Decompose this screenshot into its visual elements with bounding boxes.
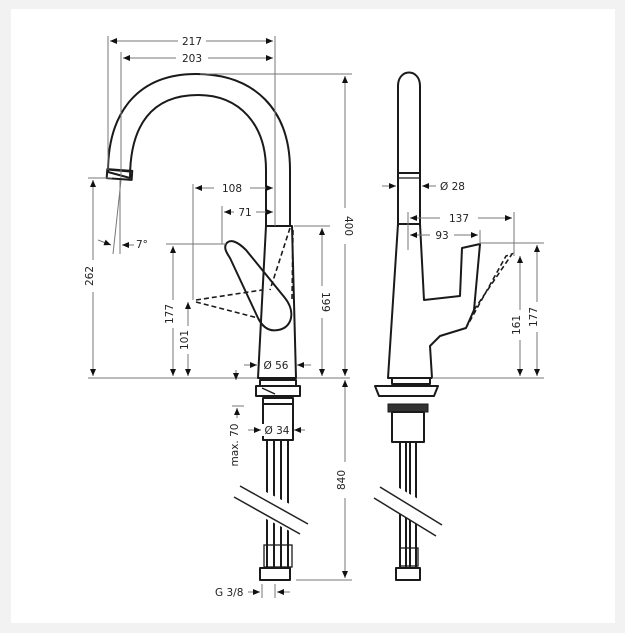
side-body xyxy=(387,223,481,379)
dim-217: 217 xyxy=(182,36,202,48)
aerator xyxy=(105,168,134,181)
dim-diam-28: Ø 28 xyxy=(440,181,465,193)
dim-93: 93 xyxy=(435,230,448,242)
dim-203: 203 xyxy=(182,53,202,65)
side-lever-open xyxy=(465,252,514,329)
dim-400: 400 xyxy=(342,216,354,236)
dim-7deg: 7° xyxy=(136,239,148,251)
dim-101: 101 xyxy=(179,330,191,350)
dim-161: 161 xyxy=(511,315,523,335)
side-view: Ø 28 137 93 161 177 xyxy=(369,71,544,581)
dim-diam-56: Ø 56 xyxy=(264,360,289,372)
dim-177-front: 177 xyxy=(164,304,176,324)
front-view: 217 203 400 262 7° 108 xyxy=(84,36,354,599)
dim-diam-34: Ø 34 xyxy=(265,425,290,437)
dim-262: 262 xyxy=(84,266,96,286)
dim-177-side: 177 xyxy=(528,307,540,327)
hose-nut xyxy=(259,567,291,581)
dim-840: 840 xyxy=(336,470,348,490)
dim-137: 137 xyxy=(449,213,469,225)
lever-open xyxy=(195,289,263,319)
side-shank xyxy=(391,411,425,443)
dim-max-70: max. 70 xyxy=(229,424,241,467)
dim-71: 71 xyxy=(238,207,251,219)
body-outline xyxy=(257,225,297,379)
dim-199: 199 xyxy=(319,292,331,312)
dim-108: 108 xyxy=(222,183,242,195)
side-spout xyxy=(397,71,421,226)
lever-closed xyxy=(224,240,293,332)
base-plate xyxy=(255,385,301,397)
spout-outline xyxy=(107,73,291,227)
side-base-plate xyxy=(374,385,439,397)
mount-shank xyxy=(262,403,294,441)
dim-g-3-8: G 3/8 xyxy=(215,587,243,599)
